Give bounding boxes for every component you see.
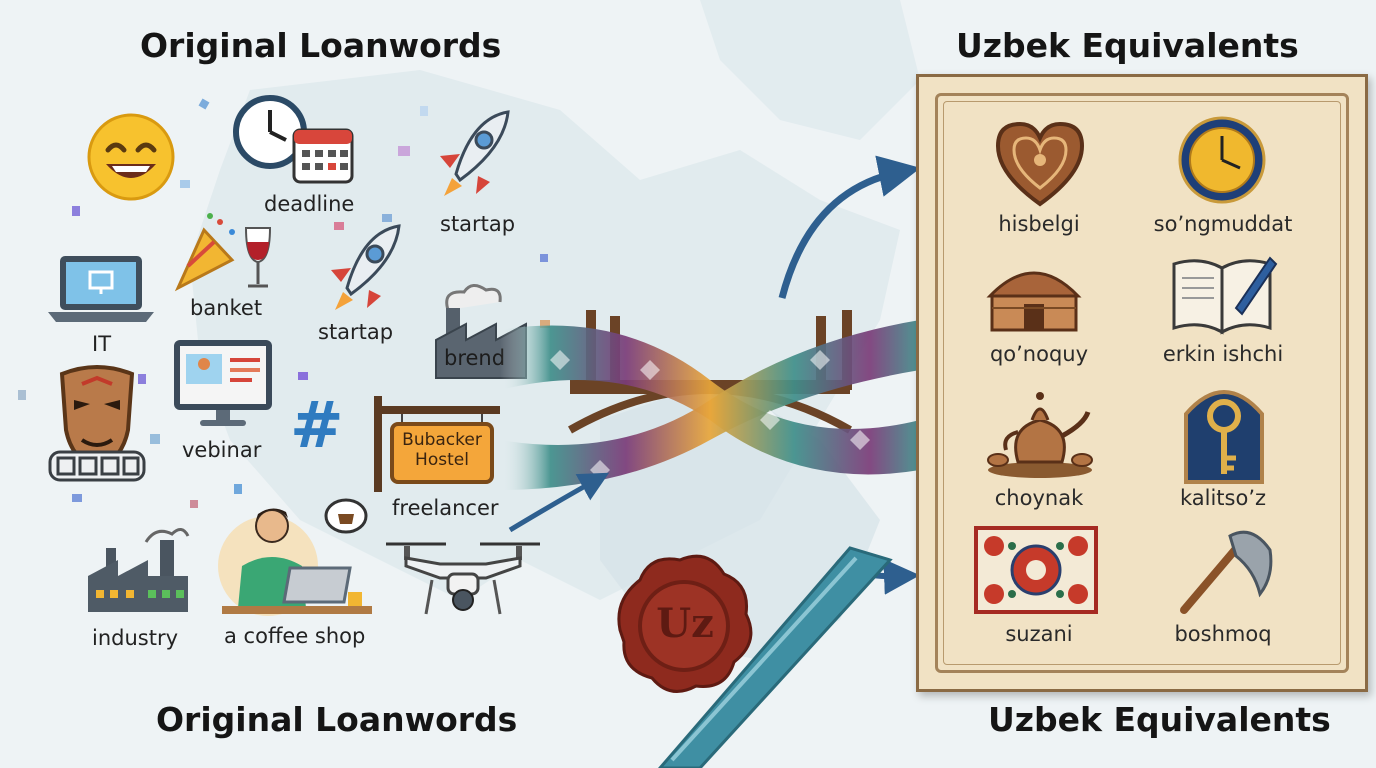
smiley-emoji-icon [87, 113, 175, 201]
yurt-icon [986, 271, 1082, 332]
rocket-icon [440, 110, 510, 196]
bridge-ikat-ribbon [500, 310, 920, 490]
equivalent-qonoquy: qoʼnoquy [989, 342, 1089, 366]
equivalent-boshmoq: boshmoq [1174, 622, 1272, 646]
heart-icon [995, 121, 1085, 207]
person-laptop-coffee-icon [218, 498, 372, 616]
heading-uzbek-equivalents-bottom: Uzbek Equivalents [988, 700, 1331, 739]
loanword-deadline: deadline [264, 192, 355, 216]
key-icon [1184, 390, 1264, 484]
equivalent-songmuddat: soʼngmuddat [1153, 212, 1293, 236]
book-pen-icon [1172, 256, 1278, 335]
wax-seal-ribbon [617, 546, 893, 768]
clock-icon [1178, 116, 1266, 204]
rocket-icon [331, 224, 401, 310]
wax-seal-text: Uz [656, 600, 714, 647]
loanword-it: IT [92, 332, 112, 356]
monitor-webinar-icon [174, 340, 272, 426]
heading-original-loanwords-top: Original Loanwords [140, 26, 502, 65]
hostel-sign-icon [374, 396, 500, 492]
loanword-banket: banket [190, 296, 263, 320]
mask-braces-icon [48, 365, 146, 482]
loanword-industry: industry [92, 626, 179, 650]
clock-calendar-icon [233, 95, 354, 184]
loanword-freelancer: freelancer [392, 496, 499, 520]
loanword-startap-1: startap [440, 212, 516, 236]
loanword-coffee-shop: a coffee shop [224, 624, 366, 648]
equivalent-kalitsoz: kalitsoʼz [1179, 486, 1267, 510]
equivalent-hisbelgi: hisbelgi [998, 212, 1080, 236]
heading-uzbek-equivalents-top: Uzbek Equivalents [956, 26, 1299, 65]
industry-factory-icon [88, 528, 190, 612]
teapot-icon [987, 392, 1093, 478]
drone-icon [386, 542, 540, 615]
equivalent-suzani: suzani [1005, 622, 1073, 646]
parchment-inner-border-2 [943, 101, 1341, 665]
heading-original-loanwords-bottom: Original Loanwords [156, 700, 518, 739]
party-popper-wine-icon [174, 213, 272, 292]
parchment-inner-border [935, 93, 1349, 673]
loanword-brend: brend [444, 346, 506, 370]
loanword-startap-2: startap [318, 320, 394, 344]
hashtag-icon: # [290, 389, 344, 463]
axe-icon [1180, 530, 1273, 614]
equivalent-choynak: choynak [994, 486, 1084, 510]
hostel-sign-text: Bubacker Hostel [402, 430, 482, 470]
laptop-icon [48, 256, 154, 322]
loanword-vebinar: vebinar [182, 438, 262, 462]
suzani-icon [974, 526, 1098, 614]
equivalent-erkin-ishchi: erkin ishchi [1162, 342, 1284, 366]
confetti-decoration [18, 98, 550, 508]
